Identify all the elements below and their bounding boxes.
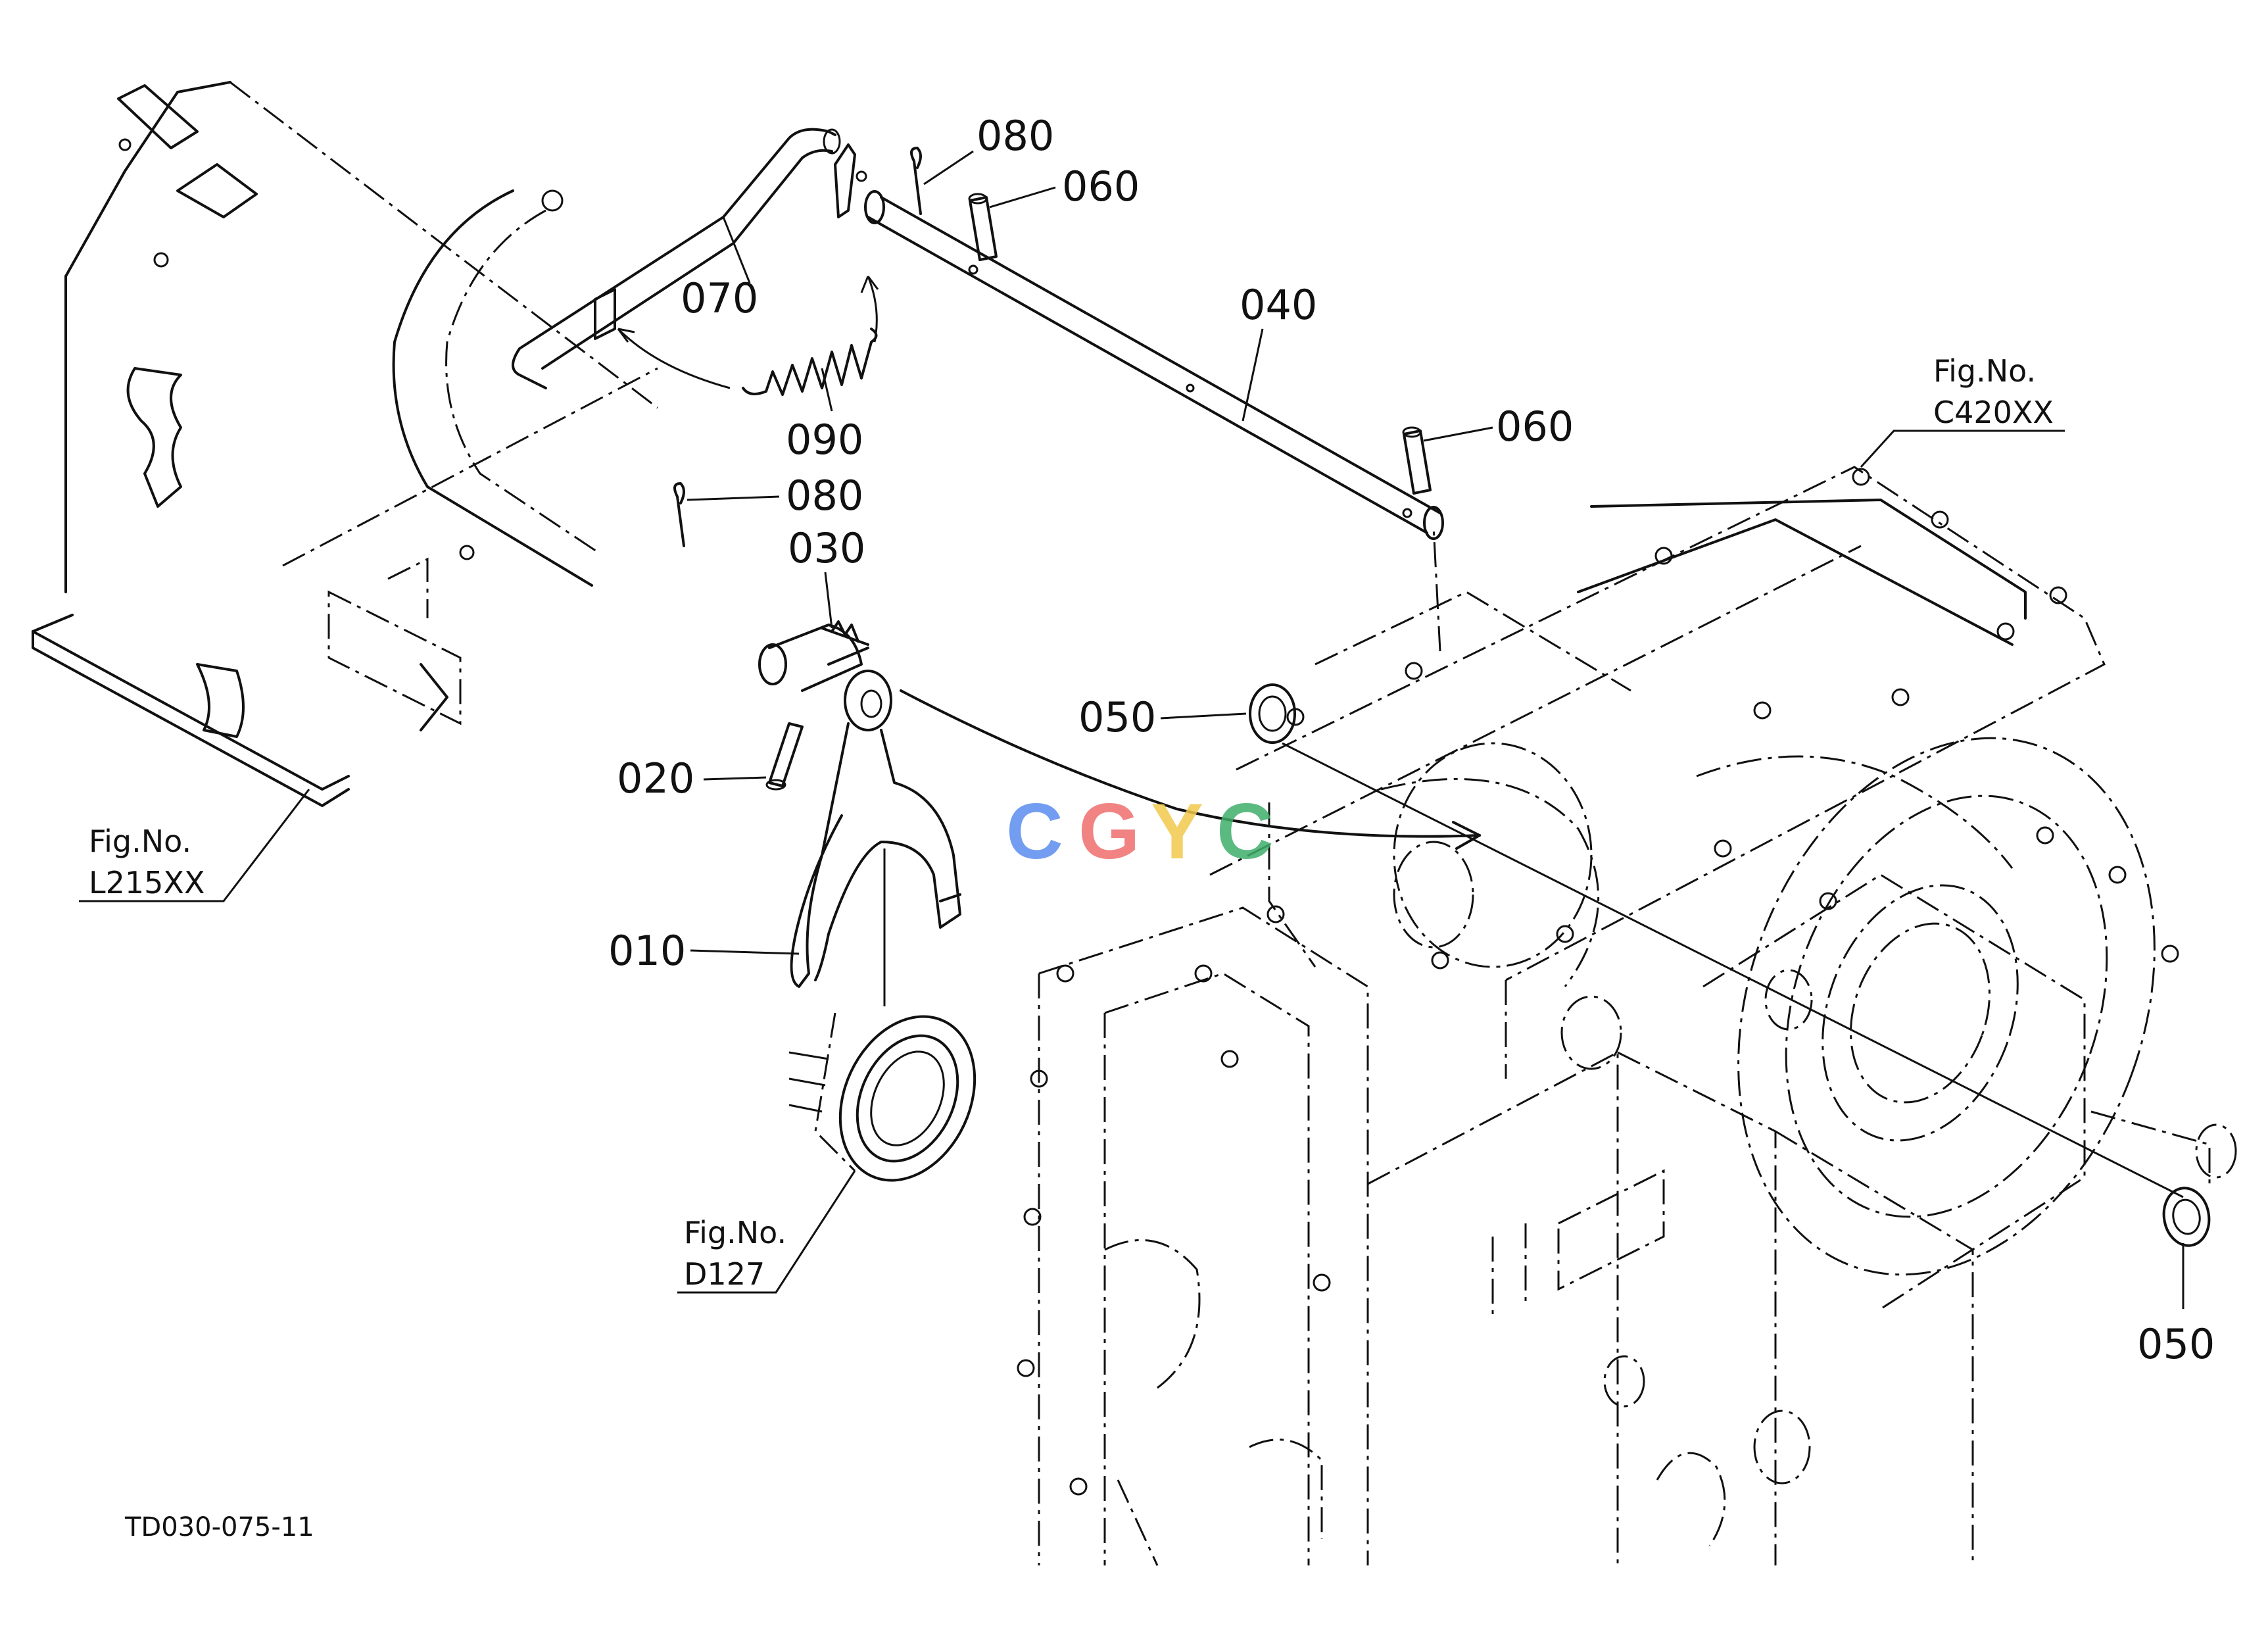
fig-ref-l215-label: Fig.No.	[89, 823, 191, 859]
shift-shaft-040	[834, 143, 1444, 540]
callout-020: 020	[617, 754, 694, 802]
callout-080-lower: 080	[786, 472, 863, 520]
pin-030	[821, 620, 869, 646]
shift-fork-010	[758, 624, 961, 988]
callout-060-upper: 060	[1062, 162, 1140, 210]
callout-070: 070	[681, 274, 758, 322]
clip-080-upper	[910, 147, 922, 215]
leader-lines	[79, 150, 2184, 1302]
callout-050-upper: 050	[1078, 693, 1156, 741]
fig-ref-l215-number: L215XX	[89, 865, 205, 900]
callout-090: 090	[786, 416, 863, 464]
callout-040: 040	[1240, 281, 1317, 329]
callout-010: 010	[608, 927, 686, 975]
watermark-letter-1: C	[1006, 787, 1063, 875]
watermark-letter-4: C	[1217, 787, 1274, 875]
pin-020	[765, 722, 804, 791]
spring-pin-060-upper	[968, 193, 998, 261]
seal-050-upper	[1249, 683, 1296, 744]
fig-ref-d127-number: D127	[684, 1256, 765, 1292]
watermark-letter-2: G	[1078, 787, 1140, 875]
callout-080-upper: 080	[977, 112, 1054, 160]
case-bolt-holes	[1017, 468, 2179, 1496]
watermark-logo: C G Y C	[1006, 787, 1274, 875]
fig-ref-d127-label: Fig.No.	[684, 1215, 786, 1250]
left-housing-outline	[32, 81, 658, 807]
spring-090	[617, 276, 879, 396]
drawing-code: TD030-075-11	[124, 1512, 314, 1542]
shift-arm-070	[512, 128, 841, 389]
callout-050-lower: 050	[2137, 1320, 2215, 1368]
callout-060-lower: 060	[1496, 403, 1574, 451]
callout-030: 030	[788, 524, 865, 572]
spring-pin-060-lower	[1402, 426, 1432, 495]
fig-ref-c420-label: Fig.No.	[1933, 353, 2036, 389]
watermark-letter-3: Y	[1151, 787, 1203, 875]
seal-050-lower	[2162, 1187, 2211, 1247]
bearing-d127	[788, 848, 977, 1182]
transmission-case	[1038, 466, 2237, 1566]
assembly-arrow	[900, 689, 1481, 850]
clip-080-lower	[673, 482, 685, 547]
fig-ref-c420-number: C420XX	[1933, 395, 2054, 430]
